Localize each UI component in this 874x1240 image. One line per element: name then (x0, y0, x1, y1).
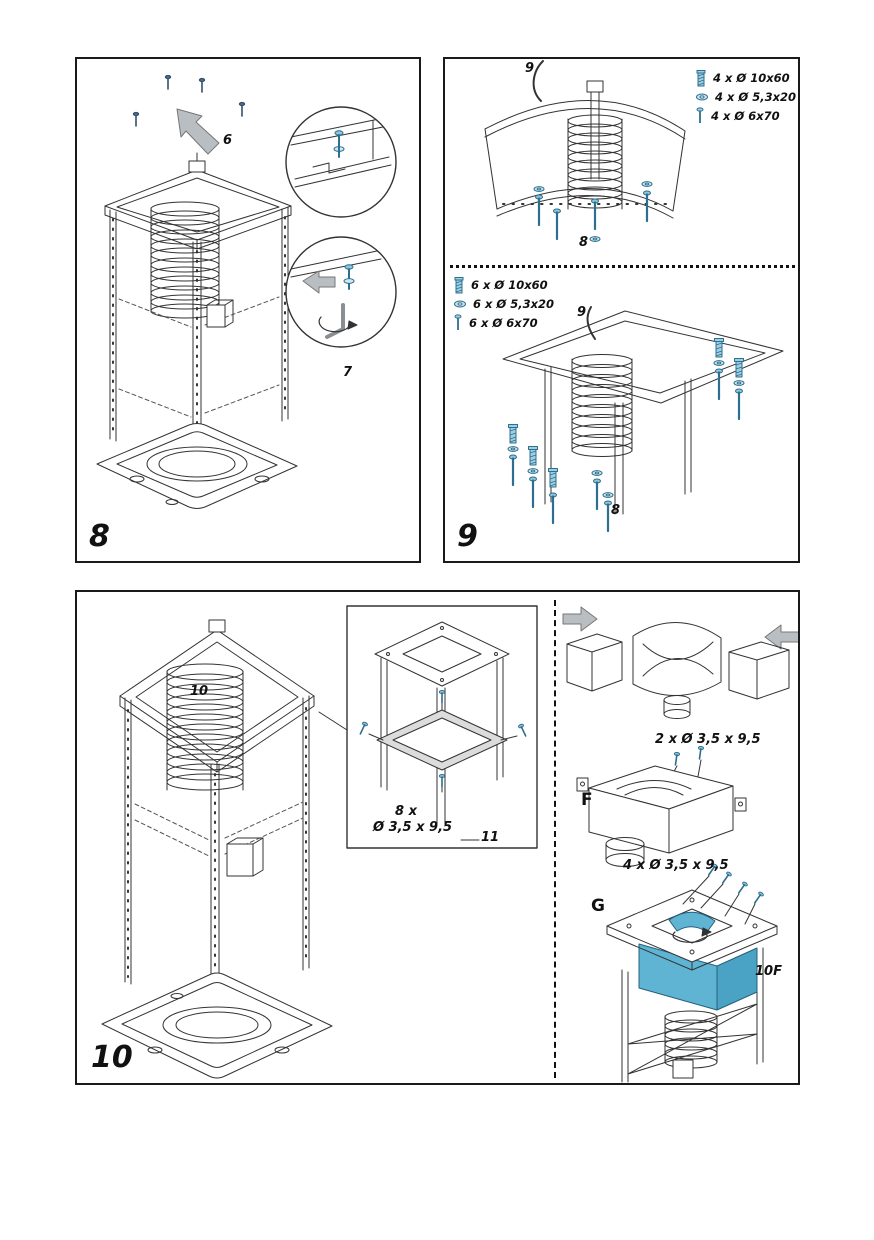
end-cap-left (566, 633, 623, 692)
g-screws-label: 4 x Ø 3,5 x 9,5 (623, 858, 729, 873)
detail-callout-tool (285, 236, 397, 348)
hardware-item: 4 x Ø 6x70 (695, 106, 796, 125)
hardware-item: 6 x Ø 5,3x20 (453, 294, 554, 313)
figure-label-bottom: 8 (611, 503, 621, 518)
hardware-item: 4 x Ø 5,3x20 (695, 87, 796, 106)
cable-label-top: 9 (525, 61, 535, 76)
hardware-label: 4 x Ø 10x60 (713, 70, 790, 85)
ceiling-mount-top-view (484, 60, 686, 242)
panel-step-8: 6 7 8 (75, 57, 421, 563)
detail-step-label: 7 (343, 365, 353, 380)
end-cap-right (728, 641, 790, 700)
hardware-item: 6 x Ø 10x60 (453, 275, 554, 294)
hardware-label: 4 x Ø 6x70 (711, 108, 780, 123)
washer-icon (454, 300, 466, 307)
hardware-label: 6 x Ø 6x70 (469, 315, 538, 330)
tower-top-section (621, 947, 764, 1083)
f-part-label: F (581, 790, 593, 810)
screw-icon (696, 106, 704, 123)
direction-arrow-up-icon (176, 108, 220, 155)
tower-label: 10 (190, 684, 209, 699)
step-number: 10 (91, 1040, 133, 1075)
step10-illustration (101, 605, 798, 1083)
g-part-label: G (591, 896, 605, 916)
step-number: 9 (457, 519, 478, 554)
hardware-label: 6 x Ø 10x60 (471, 277, 548, 292)
hardware-label: 4 x Ø 5,3x20 (715, 89, 796, 104)
callout-leader-line (318, 711, 348, 731)
flex-duct-top (567, 114, 623, 209)
motor-bracket (226, 837, 264, 877)
f-assembly (576, 745, 747, 867)
arrow-left-icon (764, 624, 798, 650)
chimney-tower (101, 619, 348, 1079)
power-cable (532, 60, 544, 102)
hardware-legend-bottom: 6 x Ø 10x60 6 x Ø 5,3x20 6 x Ø 6x70 (453, 275, 554, 332)
g-screws (682, 862, 765, 925)
cable-label-bottom: 9 (577, 305, 587, 320)
chimney-top-frame (104, 152, 292, 250)
screw-icon (454, 313, 462, 330)
figure-label-top: 8 (579, 235, 589, 250)
hardware-item: 6 x Ø 6x70 (453, 313, 554, 332)
panel-step-10: 10 8 x Ø 3,5 x 9,5 11 2 x Ø 3,5 x 9,5 F … (75, 590, 800, 1085)
loose-screws (132, 74, 246, 127)
fixing-screws-top (533, 181, 653, 242)
flex-duct-bottom (571, 354, 633, 457)
motor-bracket (206, 299, 234, 328)
frame-screws (357, 689, 529, 793)
flex-duct (150, 201, 220, 319)
step9-illustration (484, 60, 784, 533)
duct-cover-parts (562, 606, 798, 719)
ceiling-mount-bottom-view (502, 306, 784, 533)
result-label: 10F (755, 964, 782, 979)
hardware-legend-top: 4 x Ø 10x60 4 x Ø 5,3x20 4 x Ø 6x70 (695, 68, 796, 125)
hardware-label: 6 x Ø 5,3x20 (473, 296, 554, 311)
callout-screw-size: Ø 3,5 x 9,5 (373, 820, 453, 835)
f-screws-label: 2 x Ø 3,5 x 9,5 (655, 732, 761, 747)
callout-screw-qty: 8 x (395, 804, 417, 819)
vertical-divider (554, 600, 556, 1078)
g-assembly (606, 862, 778, 1011)
power-cable-2 (586, 306, 596, 340)
hood-body (96, 423, 298, 509)
hardware-item: 4 x Ø 10x60 (695, 68, 796, 87)
callout-box-frame-mounting (346, 605, 538, 849)
washer-icon (696, 93, 708, 100)
flex-duct (166, 663, 244, 791)
callout-figure-label: 11 (481, 830, 500, 845)
arrow-step-label: 6 (223, 133, 233, 148)
mounting-frame (376, 709, 508, 771)
wall-anchor-icon (454, 276, 464, 293)
step8-illustration (96, 74, 397, 509)
chimney-posts (109, 206, 289, 460)
panel-step-9: 9 8 4 x Ø 10x60 4 x Ø 5,3x20 4 x Ø 6x70 … (443, 57, 800, 563)
section-divider (450, 265, 795, 268)
wall-anchor-icon (696, 69, 706, 86)
hood-body (101, 972, 333, 1079)
interior-details (118, 296, 280, 418)
detail-callout-screw (285, 106, 397, 218)
curved-cover-center (632, 622, 722, 719)
arrow-right-icon (562, 606, 598, 632)
step-number: 8 (89, 519, 110, 554)
